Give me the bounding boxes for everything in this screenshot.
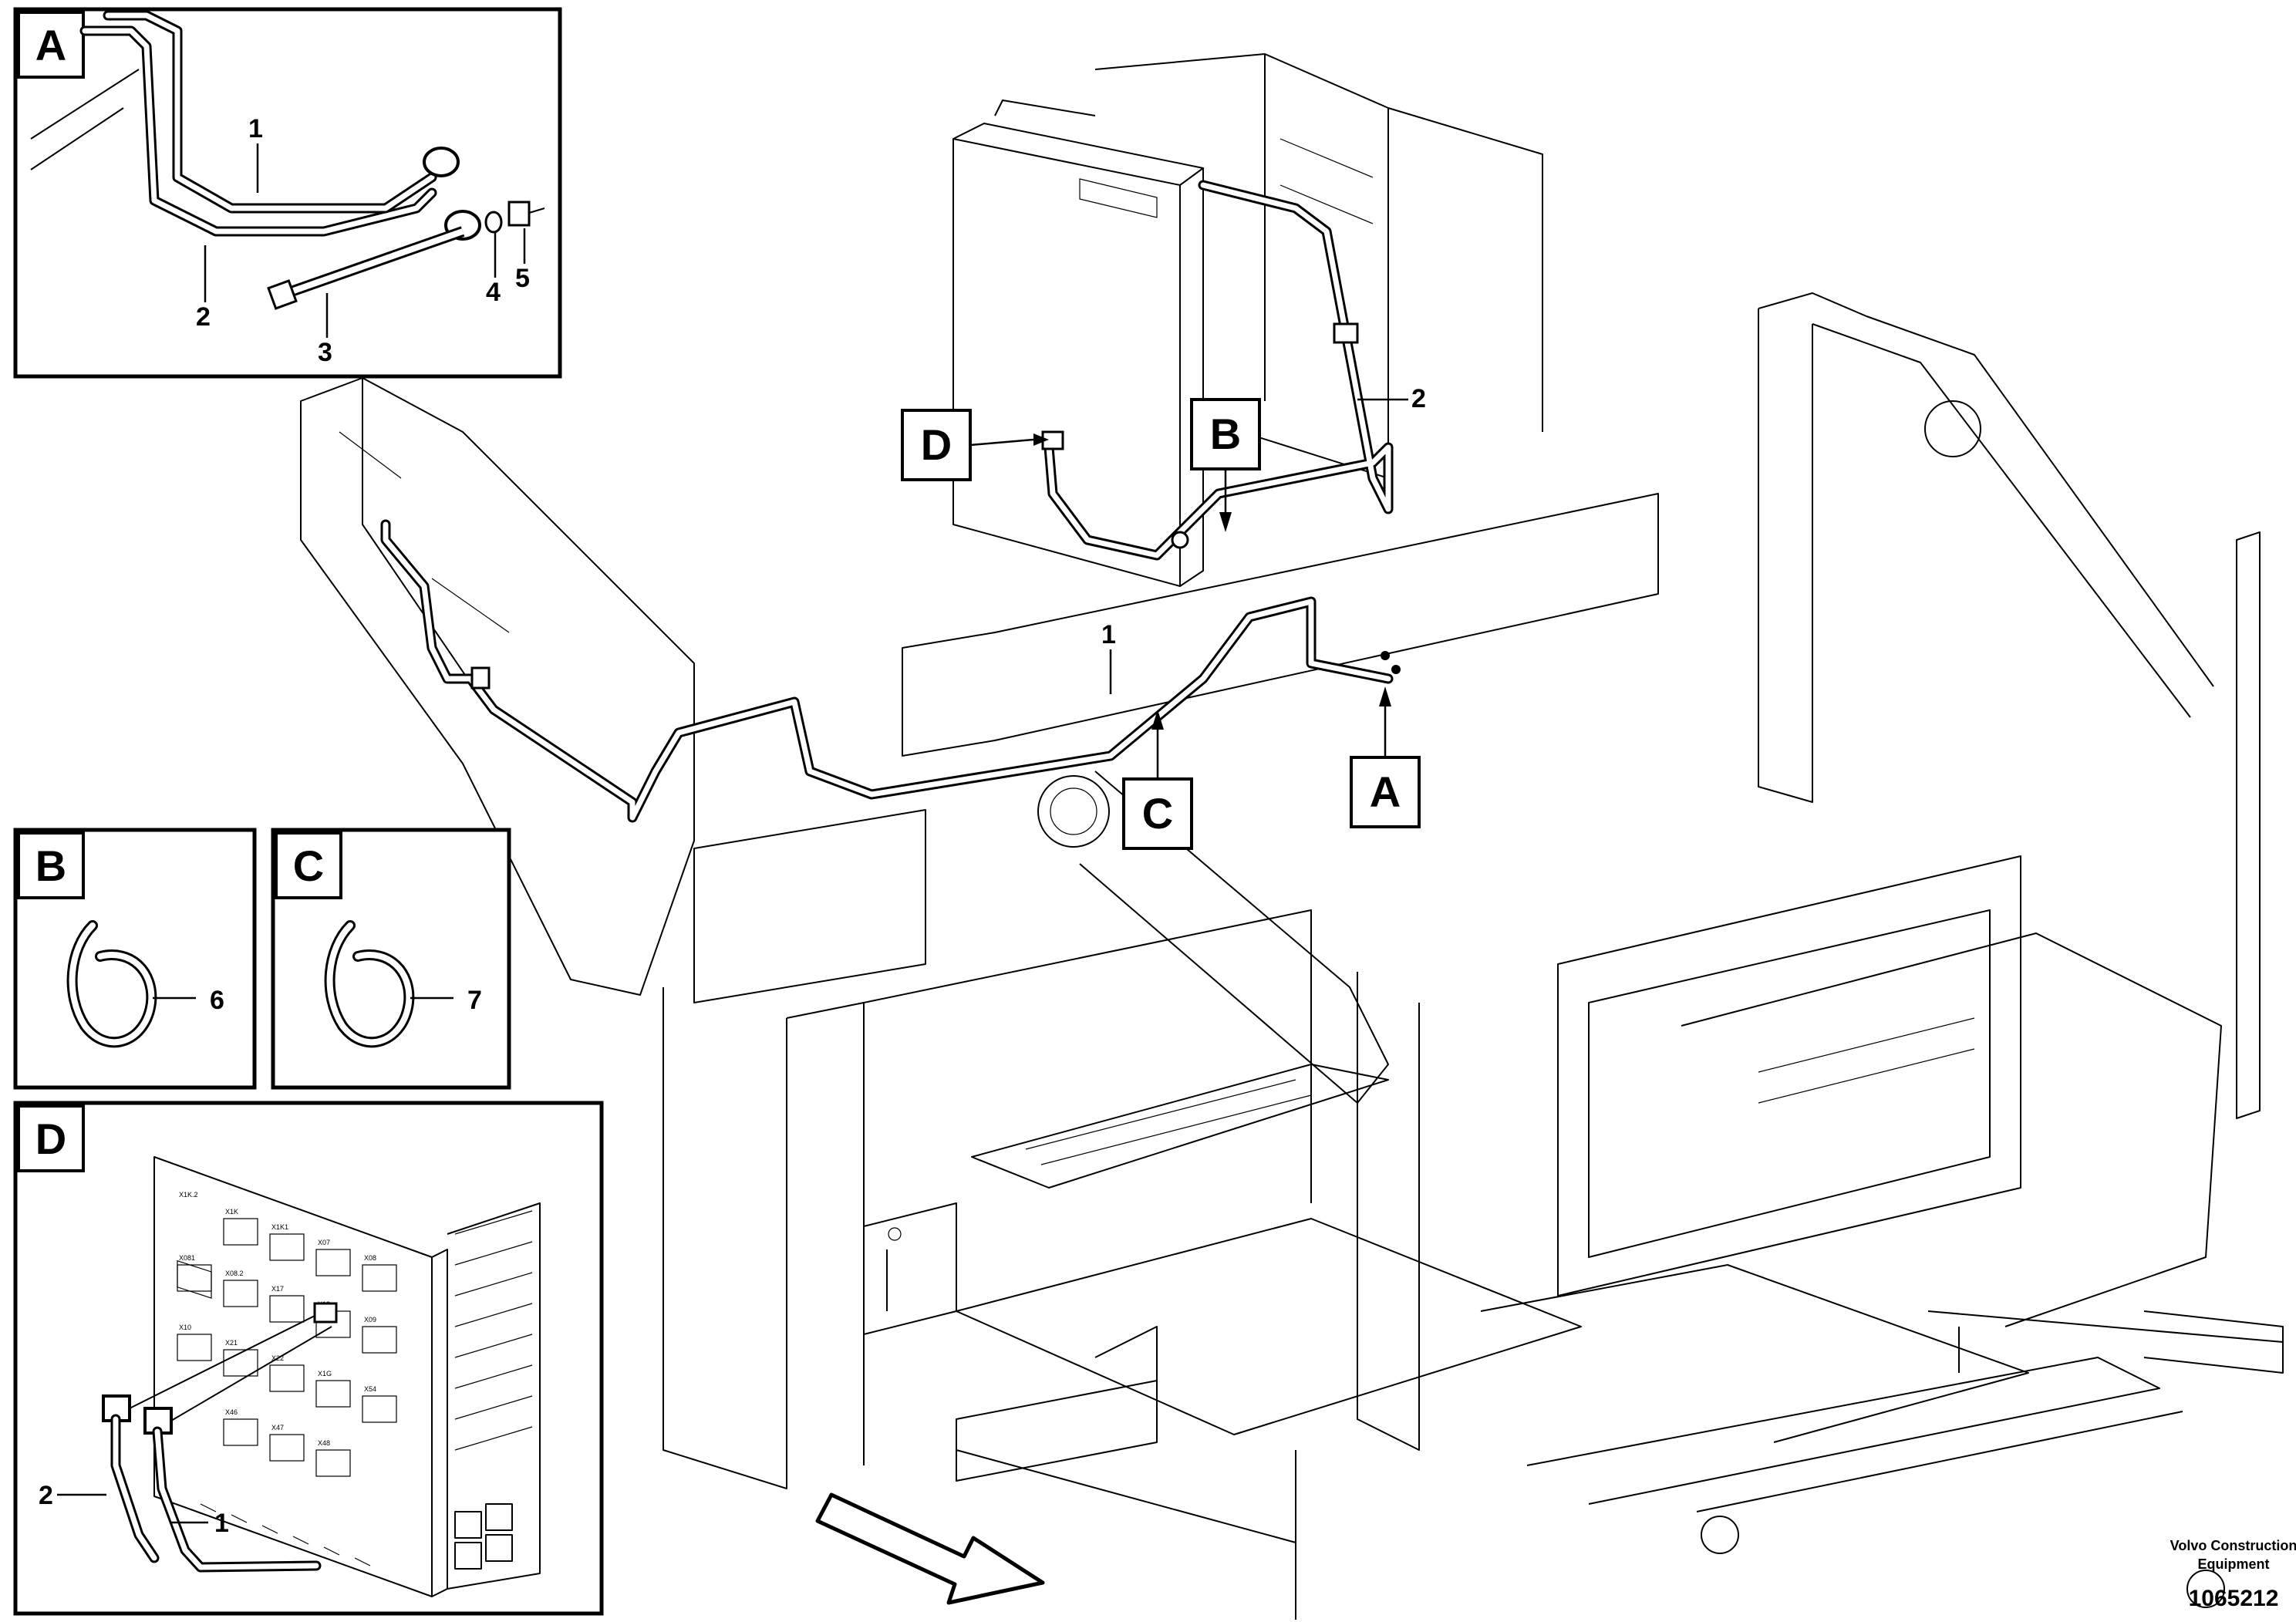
board-label: X081 [179,1254,195,1262]
footer: Volvo Construction Equipment 1065212 [2170,1538,2296,1611]
callout-tag-a: A [1350,686,1421,828]
company-name-line2: Equipment [2198,1556,2270,1572]
board-label: X08 [364,1254,376,1262]
callout-letter-a: A [1370,767,1401,816]
board-label: X47 [271,1424,284,1431]
detail-b-panel: B 6 [13,828,257,1090]
board-label: X17 [271,1285,284,1293]
board-label: X09 [364,1316,376,1324]
main-item-2: 2 [1357,384,1426,413]
board-label: X07 [318,1239,330,1246]
detail-c-panel: C 7 [271,828,511,1090]
detail-d-item-1: 1 [214,1509,229,1538]
detail-b-letter: B [35,841,66,890]
callout-tag-d: D [901,409,1049,481]
detail-a-panel: A 1 2 3 4 5 [13,7,562,379]
detail-a-item-3: 3 [318,338,332,367]
machine-frame [300,53,2284,1620]
detail-a-item-2: 2 [196,302,211,332]
main-item-number-2: 2 [1411,384,1426,413]
callout-tag-b: B [1190,398,1261,532]
harness-connectors [470,322,1401,690]
board-label: X1G [318,1370,332,1378]
callout-letter-d: D [921,420,952,469]
detail-c-item-7: 7 [467,986,482,1015]
detail-a-item-5: 5 [515,264,530,293]
board-label: X1K.2 [179,1191,198,1199]
board-label: X1K [225,1208,238,1216]
board-modules [177,1218,513,1570]
board-label: X10 [179,1324,191,1331]
detail-a-item-1: 1 [248,114,263,143]
drawing-number: 1065212 [2189,1586,2279,1611]
callout-tag-c: C [1122,710,1193,850]
board-label: X46 [225,1408,238,1416]
forward-direction-arrow-icon [815,1492,1045,1605]
main-item-1: 1 [1101,620,1116,694]
board-label: X21 [225,1339,238,1347]
detail-a-letter: A [35,21,66,69]
wire-harness-1 [380,519,1394,823]
main-item-number-1: 1 [1101,620,1116,649]
company-name-line1: Volvo Construction [2170,1538,2296,1553]
detail-a-item-4: 4 [486,278,501,307]
board-label: X1K1 [271,1223,288,1231]
callout-letter-b: B [1210,410,1241,458]
detail-d-item-2: 2 [39,1481,53,1510]
wire-harness-2 [1043,180,1394,561]
detail-d-panel: D [13,1101,604,1616]
board-label: X08.2 [225,1270,244,1277]
callout-letter-c: C [1142,789,1173,838]
detail-c-letter: C [293,841,324,890]
detail-d-letter: D [35,1114,66,1163]
board-label: X54 [364,1385,376,1393]
board-label: X48 [318,1439,330,1447]
detail-b-item-6: 6 [210,986,224,1015]
